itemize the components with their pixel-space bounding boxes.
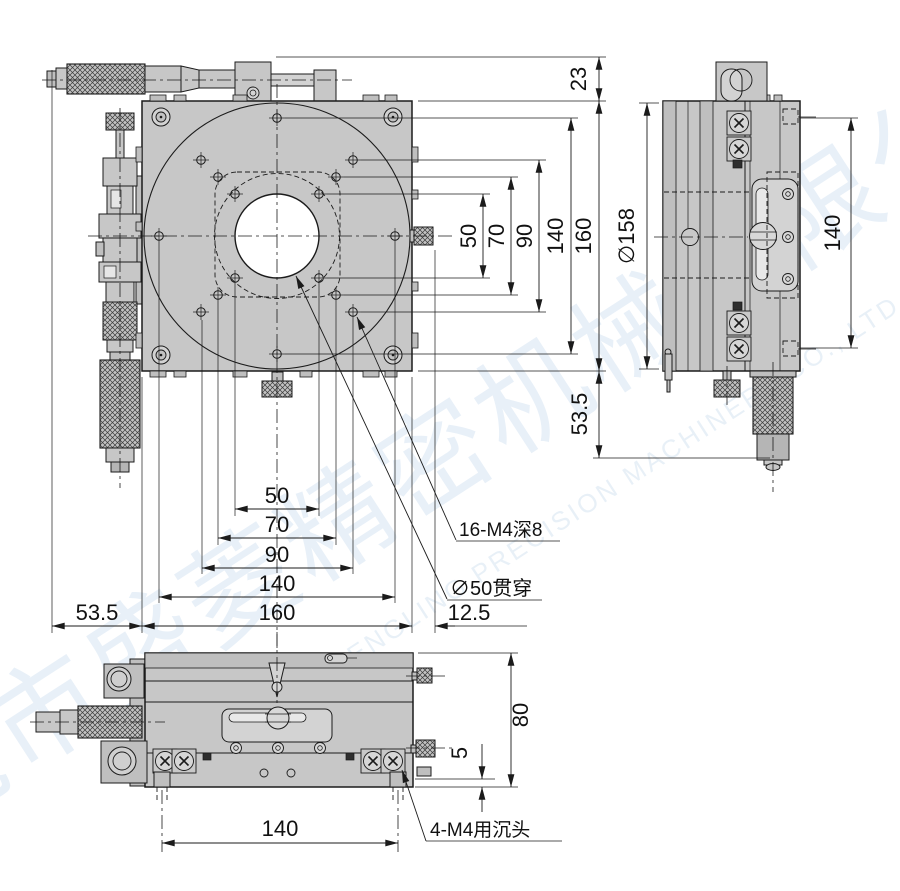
corner-screw — [383, 107, 403, 127]
dim-label-90-bottom: 90 — [265, 542, 289, 567]
dim-140-right: 140 — [543, 117, 575, 355]
bottom-micrometer — [30, 663, 165, 784]
clamp-bit — [732, 159, 743, 169]
front-view — [42, 61, 455, 648]
dim-label-70-bottom: 70 — [265, 512, 289, 537]
corner-screw — [151, 107, 171, 127]
dim-50-bottom: 50 — [234, 483, 320, 513]
corner-screw — [383, 345, 403, 365]
x-micrometer-thimble-knurl — [66, 63, 146, 95]
side-slide-plate — [749, 171, 799, 299]
annotations: 16-M4深8 ∅50贯穿 4-M4用沉头 — [295, 275, 562, 842]
side-small-knob — [713, 366, 741, 406]
bottom-view — [30, 632, 452, 800]
edge-tabs — [135, 94, 419, 378]
dimensions: 23 50 70 90 140 160 53.5 ∅158 — [51, 56, 855, 847]
annotation-label-dia50: ∅50贯穿 — [450, 577, 532, 600]
dim-140-bottom-view: 140 — [161, 816, 399, 847]
x-axis-micrometer — [42, 61, 352, 103]
side-view — [654, 61, 816, 492]
dim-label-80: 80 — [508, 703, 533, 727]
x-micrometer-anvil-bracket — [313, 69, 337, 103]
dim-53-5-right: 53.5 — [567, 370, 603, 459]
dim-label-50-bottom: 50 — [265, 483, 289, 508]
dim-label-140-right: 140 — [543, 218, 568, 255]
dim-23: 23 — [566, 56, 603, 102]
dim-label-5: 5 — [447, 747, 472, 759]
extension-lines — [51, 56, 858, 852]
dim-160-right: 160 — [571, 100, 603, 372]
dim-label-140-bottom-view: 140 — [262, 816, 299, 841]
annotation-dia50-through: ∅50贯穿 — [295, 275, 542, 601]
side-micrometer — [749, 362, 797, 492]
corner-screw — [151, 345, 171, 365]
dim-12-5: 12.5 — [434, 600, 527, 630]
annotation-16-m4: 16-M4深8 — [356, 316, 560, 542]
annotation-label-4-m4: 4-M4用沉头 — [430, 819, 530, 841]
dim-140-side: 140 — [820, 117, 855, 349]
bottom-slide-plate — [221, 706, 333, 754]
dim-label-90-right: 90 — [512, 224, 537, 248]
dim-label-70-right: 70 — [484, 224, 509, 248]
dim-label-140-side: 140 — [820, 215, 845, 252]
dim-70-bottom: 70 — [217, 512, 337, 542]
dim-label-160-right: 160 — [571, 218, 596, 255]
dim-50-right: 50 — [456, 193, 487, 279]
dim-70-right: 70 — [484, 176, 515, 296]
annotation-label-16-m4: 16-M4深8 — [459, 519, 542, 541]
dim-label-160-bottom: 160 — [259, 600, 296, 625]
dim-label-23: 23 — [566, 67, 591, 91]
side-clamp-dashed-bottom — [782, 340, 816, 357]
bottom-right-knobs — [406, 667, 452, 777]
annotation-4-m4-countersink: 4-M4用沉头 — [401, 769, 562, 842]
level-window — [324, 653, 348, 664]
y-axis-micrometer — [95, 108, 147, 488]
clamp-bit — [732, 301, 743, 311]
hidden-table-outline — [214, 171, 341, 298]
side-locating-pin — [664, 348, 673, 393]
dim-80: 80 — [507, 652, 533, 788]
dim-5: 5 — [447, 744, 486, 812]
dim-label-12-5: 12.5 — [448, 600, 491, 625]
side-clamp-dashed-top — [782, 108, 816, 125]
side-top-block — [715, 61, 768, 102]
mounting-foot — [153, 771, 171, 788]
dim-label-53-5-right: 53.5 — [567, 393, 592, 436]
dim-label-dia158: ∅158 — [614, 208, 639, 264]
dim-140-bottom: 140 — [158, 571, 396, 601]
dim-53-5-left: 53.5 — [51, 600, 143, 630]
dim-label-53-5-left: 53.5 — [76, 600, 119, 625]
stage-body — [88, 84, 455, 648]
dim-90-bottom: 90 — [201, 542, 354, 572]
dim-label-140-bottom: 140 — [259, 571, 296, 596]
dim-160-bottom: 160 — [141, 600, 413, 630]
dim-90-right: 90 — [512, 159, 543, 313]
dim-label-50-right: 50 — [456, 224, 481, 248]
dim-dia158: ∅158 — [614, 102, 651, 370]
